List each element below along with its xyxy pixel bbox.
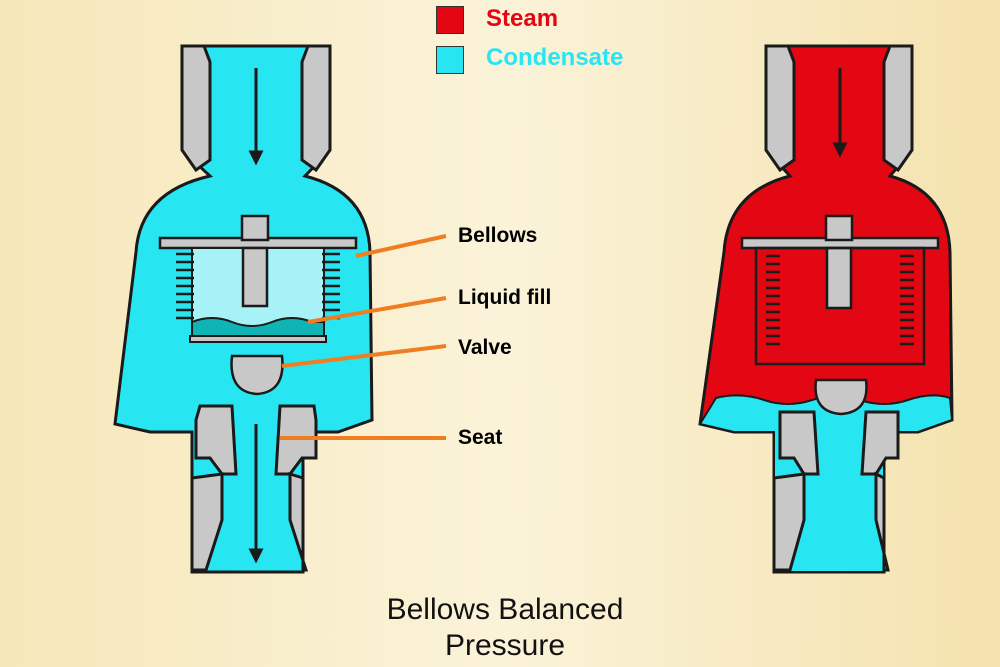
- left-outlet-wall-l: [190, 472, 224, 572]
- leader-valve: [281, 344, 447, 368]
- legend-swatch-steam: [436, 6, 464, 34]
- label-valve: Valve: [458, 336, 512, 359]
- leader-bellows: [355, 234, 447, 258]
- left-trap-inlet-wall-l: [180, 44, 212, 173]
- right-outlet-wall-r: [874, 471, 890, 572]
- left-seat-wall-l: [194, 404, 238, 476]
- right-trap-inlet-wall-l: [764, 44, 796, 173]
- diagram-caption: Bellows Balanced Pressure: [340, 592, 670, 664]
- legend-label-condensate: Condensate: [486, 44, 624, 71]
- right-bellows-housing: [754, 246, 926, 366]
- legend-label-steam: Steam: [486, 5, 559, 32]
- right-trap: [698, 44, 954, 574]
- right-bellows-coils: [766, 254, 914, 346]
- left-outlet-wall-r: [288, 471, 309, 572]
- leader-liquid-fill: [307, 296, 447, 324]
- right-valve: [814, 378, 868, 416]
- right-stem-top: [824, 214, 854, 242]
- left-trap: [113, 44, 374, 574]
- label-bellows: Bellows: [458, 224, 538, 247]
- left-valve: [230, 354, 284, 396]
- caption-line-1: Bellows Balanced: [386, 593, 624, 626]
- left-stem: [241, 246, 269, 308]
- right-stem: [825, 246, 853, 310]
- right-trap-inlet-wall-r: [882, 44, 914, 173]
- leader-lines: [280, 234, 447, 440]
- caption-line-2: Pressure: [444, 629, 566, 662]
- label-seat: Seat: [458, 426, 503, 449]
- right-seat-wall-r: [860, 410, 900, 476]
- right-trap-condensate: [698, 394, 954, 573]
- left-bellows-base: [189, 335, 327, 343]
- left-trap-inlet-wall-r: [300, 44, 332, 173]
- label-liquid-fill: Liquid fill: [458, 286, 552, 309]
- left-bellows-coils: [176, 252, 340, 320]
- legend-swatch-condensate: [436, 46, 464, 74]
- right-outlet-wall-l: [772, 472, 806, 572]
- left-stem-top: [240, 214, 270, 242]
